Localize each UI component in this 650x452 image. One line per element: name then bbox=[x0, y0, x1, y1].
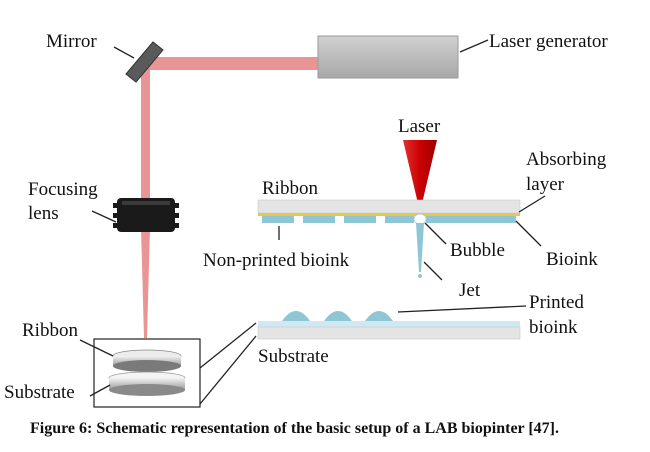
focusing-lens-label-line2: lens bbox=[28, 203, 59, 224]
ribbon-detail-label: Ribbon bbox=[262, 178, 318, 199]
jet-shape bbox=[416, 223, 424, 272]
absorbing-layer-label-line1: Absorbing bbox=[526, 149, 607, 170]
printed-bioink-label-line1: Printed bbox=[529, 292, 584, 313]
jet-label: Jet bbox=[459, 280, 481, 301]
laser-generator-box bbox=[317, 35, 459, 79]
mirror-label: Mirror bbox=[46, 31, 97, 52]
jet-leader bbox=[423, 261, 443, 281]
vertical-laser-beam bbox=[141, 68, 150, 203]
bubble-label: Bubble bbox=[450, 240, 505, 261]
laser-cone bbox=[403, 140, 437, 212]
bioink-layer-segments bbox=[262, 216, 516, 223]
ribbon-disc bbox=[112, 349, 182, 372]
jet-droplet bbox=[418, 274, 422, 278]
non-printed-bioink-label: Non-printed bioink bbox=[203, 250, 350, 271]
horizontal-laser-beam bbox=[148, 57, 320, 70]
absorbing-layer-strip bbox=[258, 213, 520, 216]
laser-generator-label: Laser generator bbox=[489, 31, 608, 52]
bioink-label: Bioink bbox=[546, 249, 598, 270]
mirror-leader bbox=[113, 46, 135, 59]
printed-bioink-droplets bbox=[282, 311, 393, 321]
focusing-lens-leader bbox=[91, 210, 117, 223]
substrate-left-leader bbox=[89, 384, 111, 397]
laser-generator-leader bbox=[459, 39, 489, 53]
ribbon-glass bbox=[257, 199, 521, 214]
ribbon-left-leader bbox=[79, 339, 114, 357]
substrate-detail-label: Substrate bbox=[258, 346, 329, 367]
focusing-lens bbox=[113, 198, 179, 232]
bioink-leader bbox=[515, 220, 542, 247]
focused-laser-beam bbox=[141, 228, 150, 338]
mirror-shape bbox=[125, 41, 164, 83]
absorbing-layer-leader bbox=[518, 195, 546, 213]
laser-label: Laser bbox=[398, 116, 441, 137]
substrate-left-label: Substrate bbox=[4, 382, 75, 403]
printed-bioink-leader bbox=[397, 305, 527, 313]
printed-bioink-label-line2: bioink bbox=[529, 317, 578, 338]
zoom-connector-top bbox=[199, 322, 257, 369]
substrate-coating bbox=[258, 321, 520, 327]
bubble-shape bbox=[413, 213, 427, 225]
absorbing-layer-label-line2: layer bbox=[526, 174, 565, 195]
zoom-connector-bottom bbox=[199, 335, 257, 405]
ribbon-left-label: Ribbon bbox=[22, 320, 78, 341]
figure-caption: Figure 6: Schematic representation of th… bbox=[30, 420, 559, 437]
substrate-disc bbox=[108, 371, 186, 396]
bubble-leader bbox=[424, 222, 447, 245]
focusing-lens-label-line1: Focusing bbox=[28, 179, 98, 200]
substrate-slab bbox=[257, 326, 521, 340]
